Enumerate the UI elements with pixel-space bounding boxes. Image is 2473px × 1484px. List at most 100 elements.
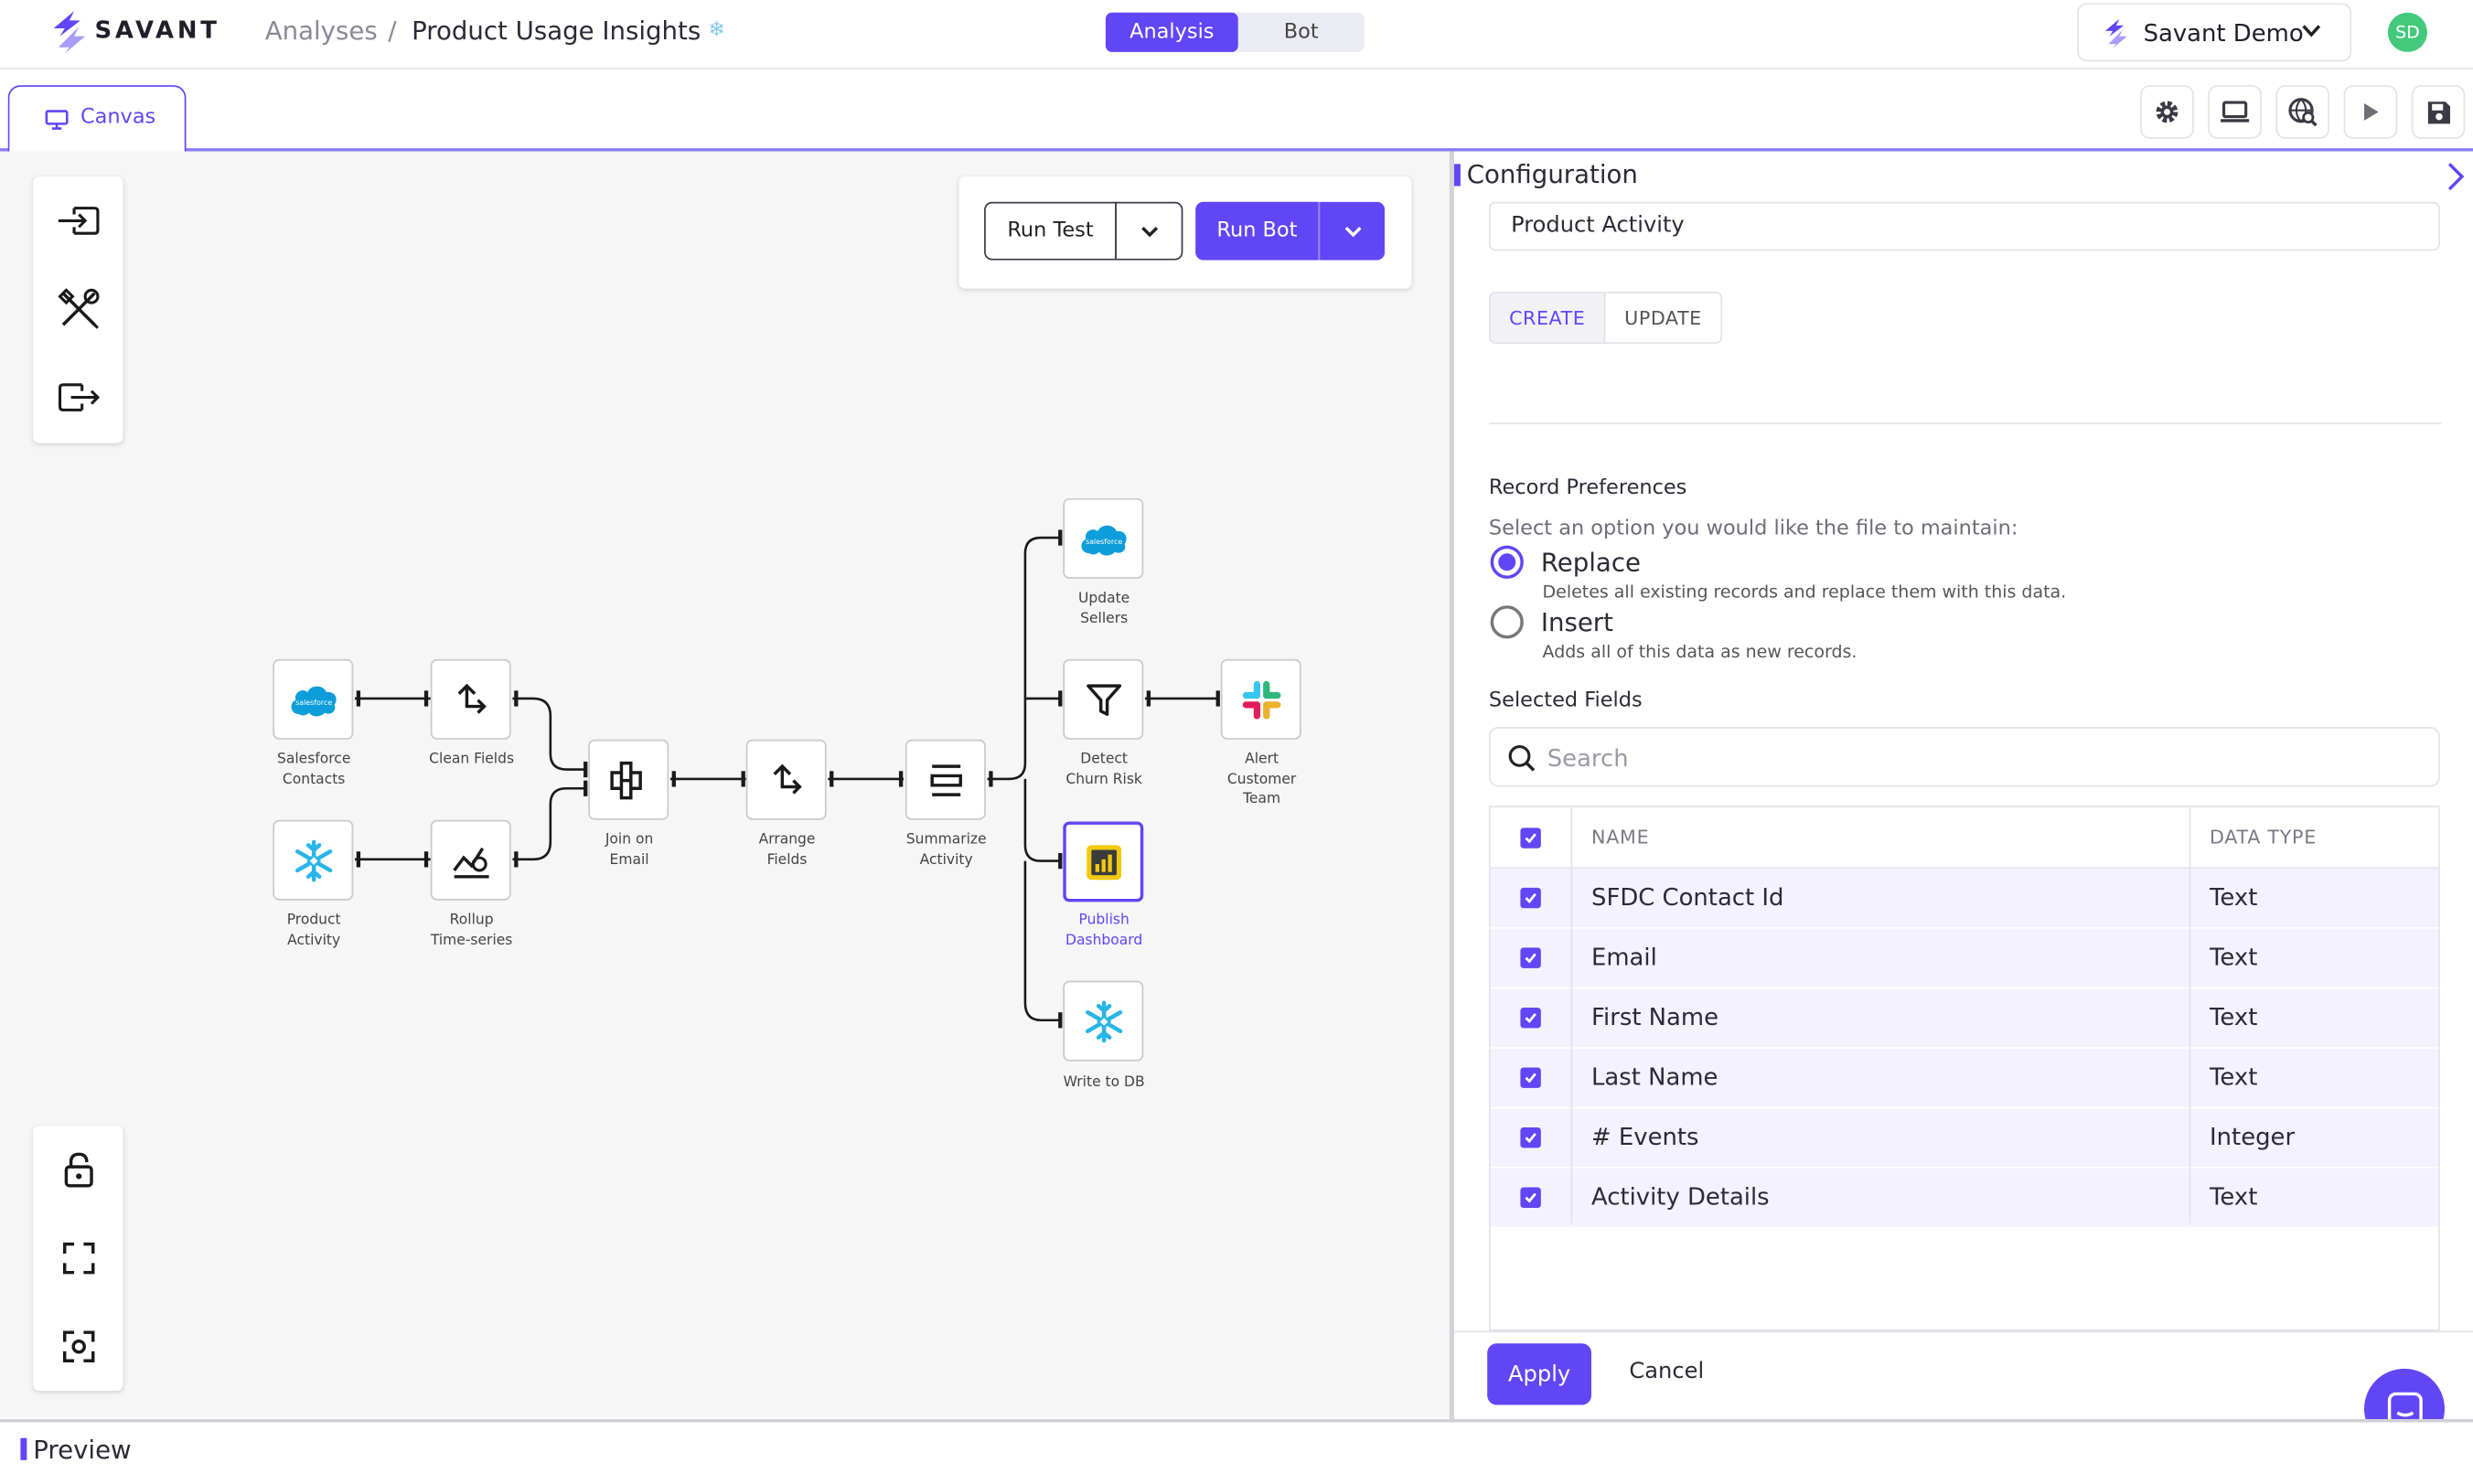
node-arrange-fields[interactable] xyxy=(745,739,827,820)
section-accent xyxy=(20,1437,27,1460)
tools-button[interactable] xyxy=(33,265,123,354)
replace-label[interactable]: Replace xyxy=(1540,547,1641,578)
node-update-sellers[interactable]: salesforce xyxy=(1063,497,1144,579)
mode-create-button[interactable]: CREATE xyxy=(1488,292,1606,344)
row-checkbox[interactable] xyxy=(1520,1187,1541,1208)
row-checkbox[interactable] xyxy=(1520,887,1541,909)
fullscreen-icon xyxy=(62,1242,94,1275)
chevron-down-icon xyxy=(2302,25,2321,37)
row-checkbox[interactable] xyxy=(1520,1067,1541,1088)
presentation-icon xyxy=(45,110,69,130)
node-join-on-email[interactable] xyxy=(588,739,669,820)
node-alert-customer-team[interactable] xyxy=(1220,658,1301,740)
run-bot-dropdown[interactable] xyxy=(1318,201,1386,261)
avatar[interactable]: SD xyxy=(2387,12,2428,52)
mode-update-button[interactable]: UPDATE xyxy=(1603,292,1723,344)
lock-icon xyxy=(63,1152,92,1188)
fullscreen-button[interactable] xyxy=(33,1214,123,1303)
workspace-selector[interactable]: Savant Demo xyxy=(2077,3,2352,62)
field-name: SFDC Contact Id xyxy=(1591,882,1784,912)
summarize-icon xyxy=(929,763,962,796)
run-test-dropdown[interactable] xyxy=(1115,201,1183,261)
save-button[interactable] xyxy=(2411,85,2466,139)
chevron-down-icon xyxy=(1344,226,1361,237)
input-tool-button[interactable] xyxy=(33,176,123,265)
table-row[interactable]: First Name Text xyxy=(1490,988,2439,1049)
config-footer: Apply Cancel xyxy=(1453,1330,2473,1420)
node-summarize-activity[interactable] xyxy=(905,739,986,820)
table-row[interactable]: SFDC Contact Id Text xyxy=(1490,869,2439,929)
node-detect-churn-risk[interactable] xyxy=(1063,658,1144,740)
play-icon xyxy=(2364,102,2379,121)
mode-bot-button[interactable]: Bot xyxy=(1283,20,1319,45)
field-type: Text xyxy=(2210,1062,2258,1092)
savant-logo-icon[interactable] xyxy=(48,9,89,54)
canvas-controls xyxy=(33,1126,123,1392)
node-write-to-db[interactable] xyxy=(1063,980,1144,1062)
panel-splitter[interactable] xyxy=(1449,151,1454,1420)
column-divider xyxy=(2189,806,2191,1224)
breadcrumb-analyses[interactable]: Analyses xyxy=(264,16,378,47)
run-button[interactable] xyxy=(2343,85,2398,139)
explore-button[interactable] xyxy=(2275,85,2330,139)
run-test-button[interactable]: Run Test xyxy=(984,201,1117,261)
node-publish-dashboard[interactable] xyxy=(1063,821,1144,902)
field-name: # Events xyxy=(1591,1122,1699,1151)
node-clean-fields[interactable] xyxy=(430,658,511,740)
snowflake-icon xyxy=(294,838,332,881)
node-rollup-time-series[interactable] xyxy=(430,819,511,901)
output-icon xyxy=(58,383,100,411)
table-header: NAME DATA TYPE xyxy=(1490,806,2439,870)
apply-button[interactable]: Apply xyxy=(1487,1343,1592,1405)
field-type: Text xyxy=(2210,1002,2258,1031)
row-checkbox[interactable] xyxy=(1520,947,1541,968)
node-label: Clean Fields xyxy=(429,752,515,768)
table-row[interactable]: Last Name Text xyxy=(1490,1048,2439,1109)
column-header-type[interactable]: DATA TYPE xyxy=(2210,826,2317,849)
focus-button[interactable] xyxy=(33,1302,123,1391)
checkmark-icon xyxy=(1525,1012,1536,1024)
settings-button[interactable] xyxy=(2140,85,2194,139)
row-checkbox[interactable] xyxy=(1520,1007,1541,1029)
desktop-button[interactable] xyxy=(2208,85,2262,139)
checkmark-icon xyxy=(1525,1073,1536,1084)
mode-analysis-button[interactable]: Analysis xyxy=(1105,12,1238,52)
output-tool-button[interactable] xyxy=(33,353,123,442)
node-salesforce-contacts[interactable]: salesforce xyxy=(273,658,354,740)
laptop-icon xyxy=(2221,101,2250,123)
cancel-button[interactable]: Cancel xyxy=(1629,1359,1705,1385)
column-header-name[interactable]: NAME xyxy=(1591,826,1650,849)
field-type: Text xyxy=(2210,882,2258,912)
transform-icon xyxy=(456,682,486,713)
search-icon xyxy=(1508,744,1536,772)
run-bot-button[interactable]: Run Bot xyxy=(1195,201,1319,261)
tab-canvas[interactable]: Canvas xyxy=(7,85,187,154)
run-panel: Run Test Run Bot xyxy=(958,176,1412,289)
lock-button[interactable] xyxy=(33,1126,123,1214)
field-search-input[interactable]: Search xyxy=(1488,726,2440,787)
output-name-field[interactable]: Product Activity xyxy=(1488,201,2440,251)
insert-label[interactable]: Insert xyxy=(1540,606,1613,637)
chevron-right-icon[interactable] xyxy=(2445,161,2467,192)
insert-radio[interactable] xyxy=(1490,605,1524,639)
node-palette xyxy=(33,176,123,443)
row-checkbox[interactable] xyxy=(1520,1127,1541,1148)
table-row[interactable]: Activity Details Text xyxy=(1490,1168,2439,1229)
select-all-checkbox[interactable] xyxy=(1520,827,1541,849)
column-divider xyxy=(1570,806,1573,1224)
workspace-name: Savant Demo xyxy=(2143,18,2304,48)
field-name: Activity Details xyxy=(1591,1182,1770,1212)
preview-panel[interactable]: Preview xyxy=(0,1419,2473,1484)
replace-radio[interactable] xyxy=(1490,545,1524,579)
checkmark-icon xyxy=(1525,1133,1536,1144)
table-row[interactable]: Email Text xyxy=(1490,928,2439,989)
node-product-activity[interactable] xyxy=(273,819,354,901)
table-row[interactable]: # Events Integer xyxy=(1490,1108,2439,1169)
